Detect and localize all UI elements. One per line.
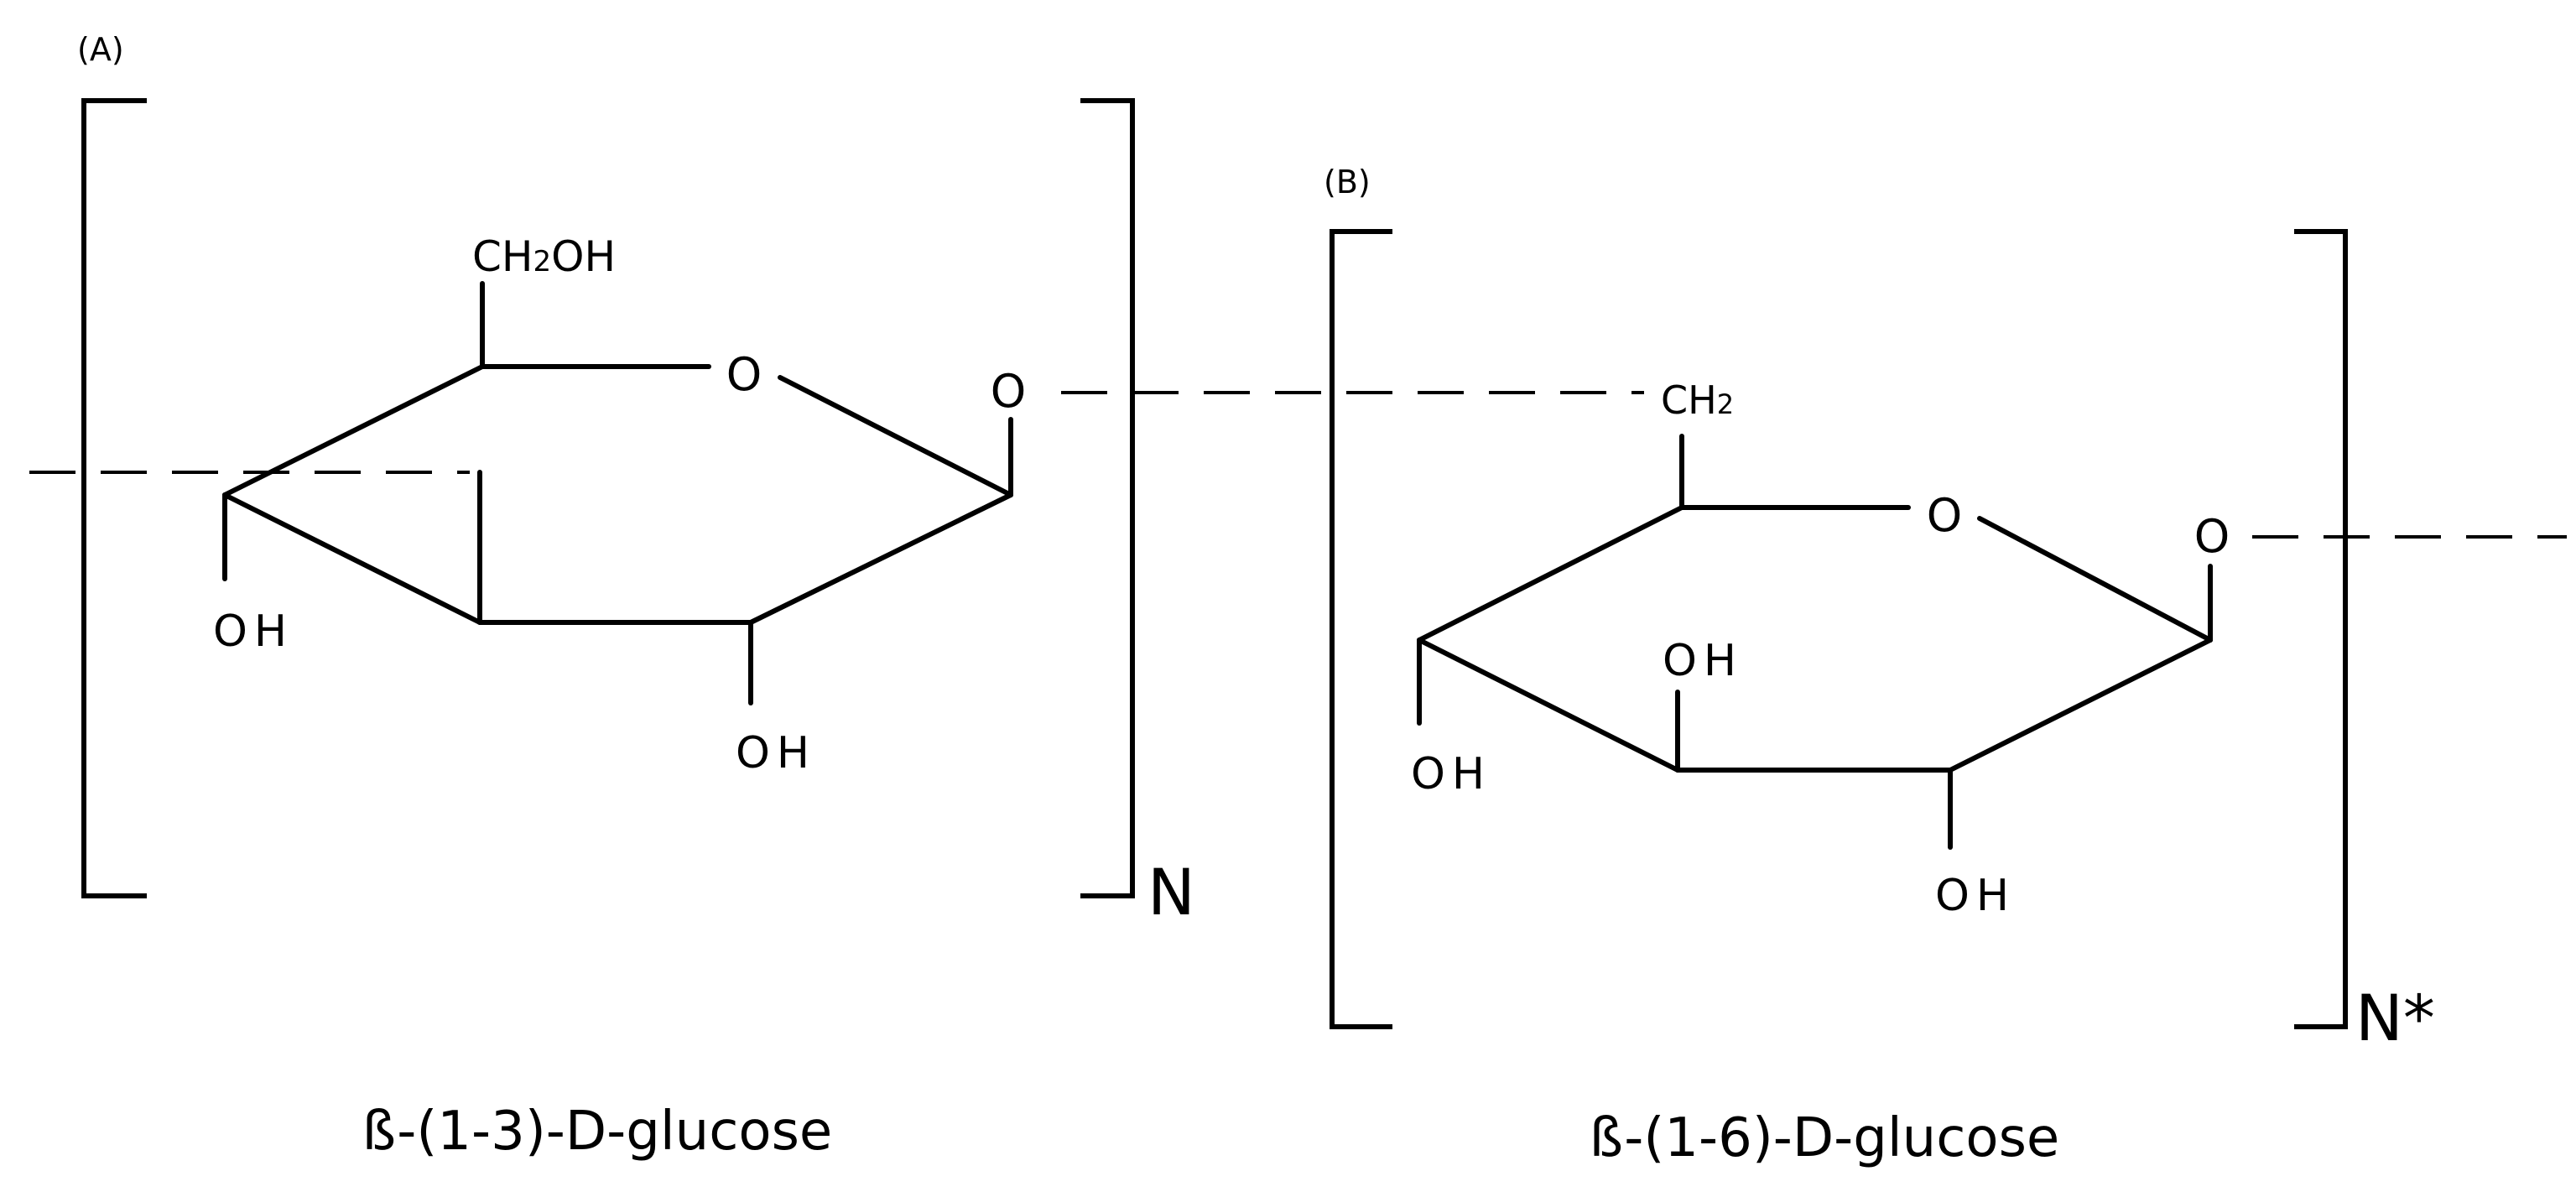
panel-a-bond-c4-c5 xyxy=(222,364,485,497)
panel-b-ring-oxygen: O xyxy=(1927,489,1963,542)
panel-b-subscript-2: 2 xyxy=(1717,388,1734,420)
panel-b-right-bracket xyxy=(2294,229,2348,1029)
panel-a-bond-c1-c2 xyxy=(748,492,1013,625)
panel-b-ch2-label: CH2 xyxy=(1661,377,1734,423)
panel-a-repeat-label: N xyxy=(1147,855,1195,929)
panel-a-bond-o-c1 xyxy=(778,375,1013,497)
panel-b-bond-c3-c4 xyxy=(1417,638,1680,773)
panel-a-glycosidic-oxygen: O xyxy=(991,365,1027,418)
panel-b-caption: ß-(1-6)-D-glucose xyxy=(1590,1107,2060,1169)
panel-a-ch-text: CH xyxy=(472,232,533,281)
panel-a-right-bracket xyxy=(1080,98,1135,898)
panel-a-caption: ß-(1-3)-D-glucose xyxy=(362,1101,833,1163)
panel-b-hydroxyl-middle: OH xyxy=(1663,636,1743,686)
panel-b-left-bracket xyxy=(1330,229,1392,1029)
panel-b-glycosidic-oxygen: O xyxy=(2194,510,2230,563)
panel-a-bond-c3-c4 xyxy=(222,492,482,625)
panel-b-bond-c4-c5 xyxy=(1417,505,1684,643)
panel-b: (B) N* CH2 O O OH OH OH ß-(1-6)-D-glucos… xyxy=(1324,164,2567,1169)
panel-a-ring-oxygen: O xyxy=(726,348,762,401)
panel-a-tag: (A) xyxy=(77,31,124,68)
panel-b-hydroxyl-bottom: OH xyxy=(1935,871,2016,921)
panel-a-oh-text: OH xyxy=(551,232,616,281)
panel-b-repeat-label: N* xyxy=(2355,981,2435,1055)
panel-a-hydroxyl-bottom: OH xyxy=(736,728,816,778)
panel-b-hydroxyl-left: OH xyxy=(1411,749,1491,799)
panel-b-bond-o-c1 xyxy=(1977,516,2213,643)
panel-a: (A) N CH2OH O O OH OH ß-(1-3)-D-glucose xyxy=(29,31,1644,1163)
panel-a-hydroxyl-left: OH xyxy=(213,606,294,657)
panel-b-bond-c1-c2 xyxy=(1948,638,2213,773)
panel-b-tag: (B) xyxy=(1324,164,1371,200)
panel-a-subscript-2: 2 xyxy=(533,245,552,278)
panel-a-ch2oh-label: CH2OH xyxy=(472,232,616,281)
panel-a-left-bracket xyxy=(81,98,147,898)
panel-b-ch-text: CH xyxy=(1661,377,1717,423)
